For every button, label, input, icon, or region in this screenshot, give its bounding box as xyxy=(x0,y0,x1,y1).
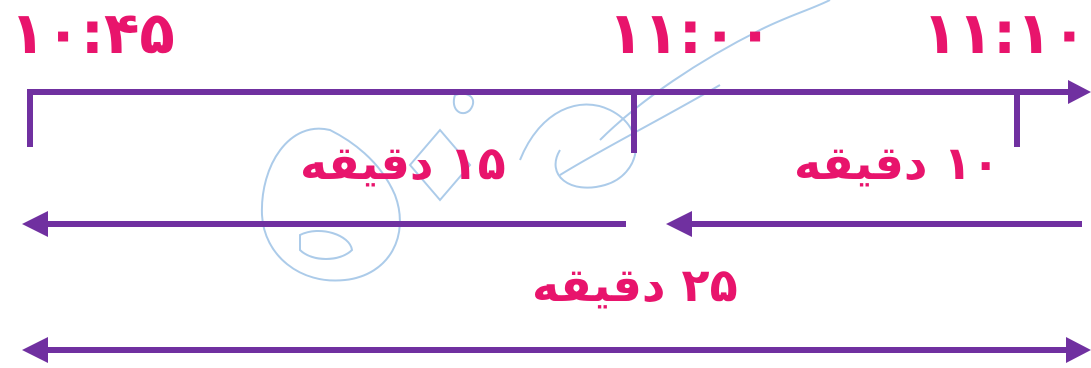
time-end-label: ۱۱:۱۰ xyxy=(922,0,1087,67)
arrow-25-min-head-right xyxy=(1066,337,1091,363)
arrow-25-min-head-left xyxy=(22,337,48,363)
duration-10-label: ۱۰ دقیقه xyxy=(794,136,1000,190)
arrow-10-min-head xyxy=(666,211,692,237)
duration-15-label: ۱۵ دقیقه xyxy=(300,136,506,190)
timeline-arrowhead xyxy=(1068,80,1091,104)
time-start-label: ۱۰:۴۵ xyxy=(10,0,175,67)
arrow-15-min-head xyxy=(22,211,48,237)
time-middle-label: ۱۱:۰۰ xyxy=(608,0,773,67)
duration-25-label: ۲۵ دقیقه xyxy=(532,258,738,312)
